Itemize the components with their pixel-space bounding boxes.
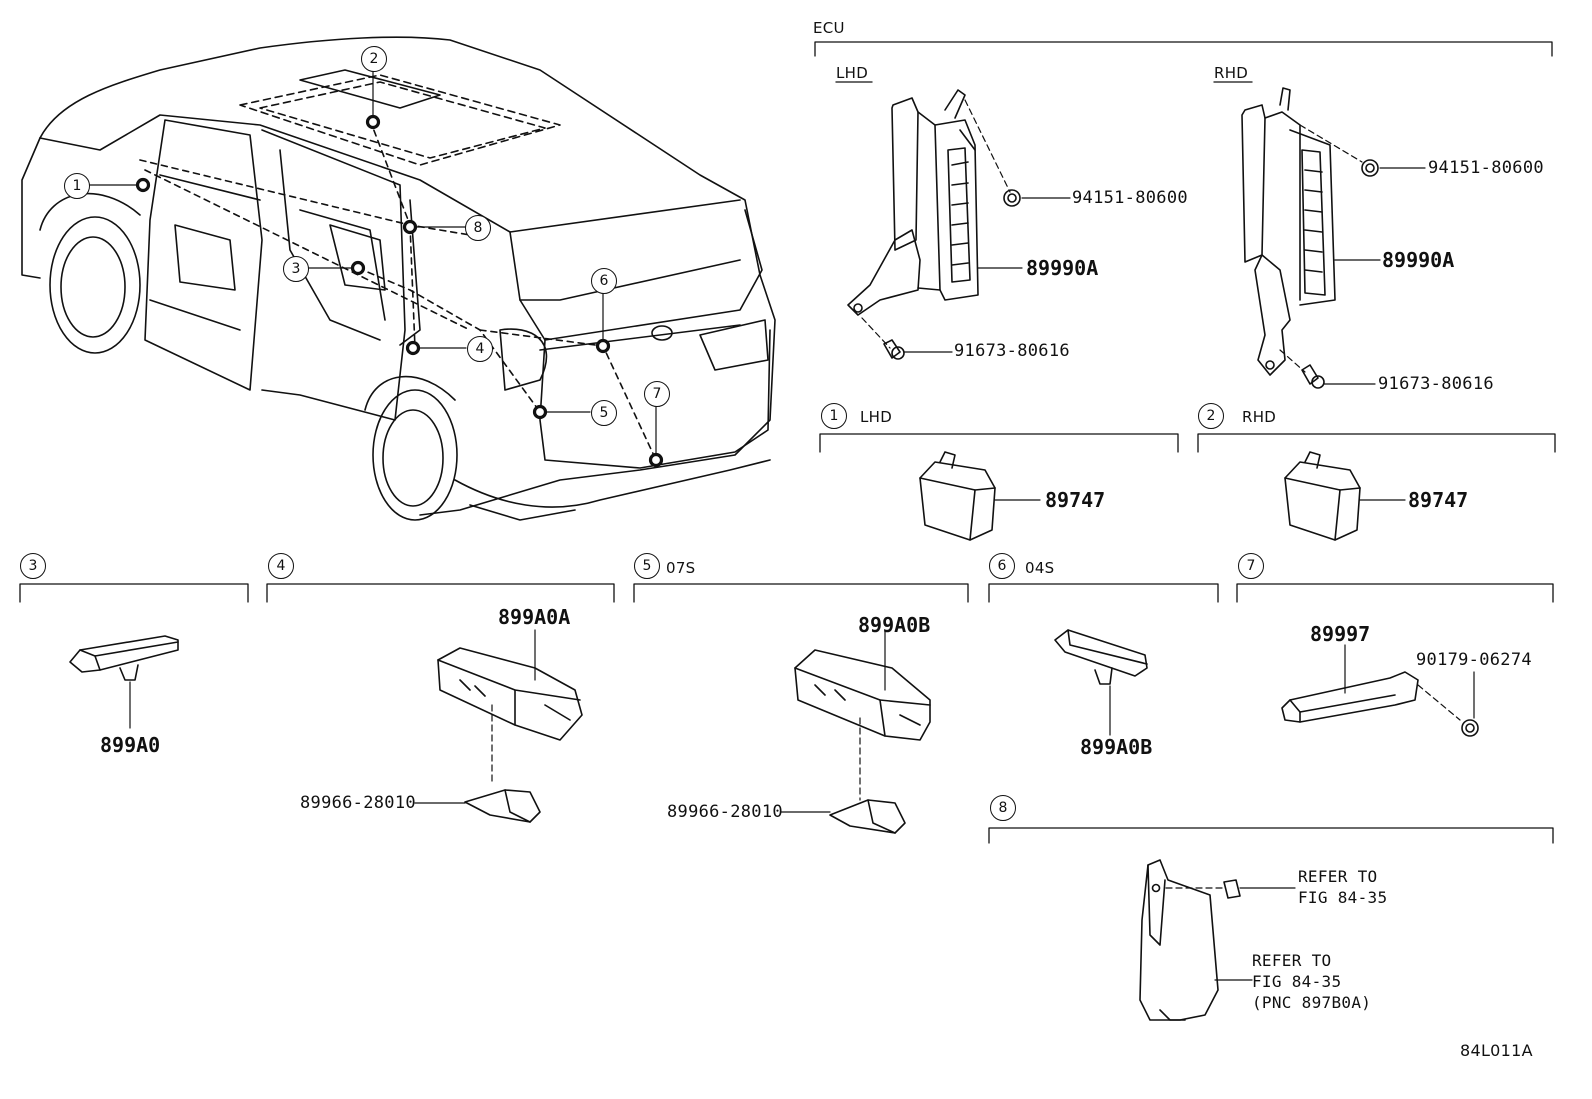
- callout-4: 4: [467, 336, 493, 362]
- part-number: 94151-80600: [1072, 188, 1188, 208]
- part-number: 899A0A: [498, 605, 571, 629]
- section-1-note: LHD: [860, 408, 893, 426]
- sensor-89747-rhd: [1284, 451, 1406, 541]
- module-section-8: [1139, 859, 1296, 1021]
- part-number: 899A0B: [858, 613, 931, 637]
- callout-1: 1: [64, 173, 90, 199]
- section-7-number: 7: [1238, 553, 1264, 579]
- section-8-number: 8: [990, 795, 1016, 821]
- ecu-lhd-label: LHD: [836, 64, 869, 82]
- section-6-number: 6: [989, 553, 1015, 579]
- callout-6: 6: [591, 268, 617, 294]
- antenna-899A0B-04S: [1054, 629, 1148, 736]
- vehicle-illustration: [21, 36, 776, 521]
- section-5-number: 5: [634, 553, 660, 579]
- part-number: 90179-06274: [1416, 650, 1532, 670]
- ecu-rhd-drawing: [1241, 87, 1426, 389]
- callout-7: 7: [644, 381, 670, 407]
- figure-id: 84L011A: [1460, 1041, 1533, 1060]
- part-number: 89747: [1408, 488, 1469, 512]
- part-number: 89990A: [1026, 256, 1099, 280]
- refer-note-bolt: REFER TO FIG 84-35: [1298, 867, 1388, 907]
- ecu-lhd-drawing: [847, 89, 1071, 360]
- refer-note-module: REFER TO FIG 84-35 (PNC 897B0A): [1252, 951, 1372, 1012]
- callout-2: 2: [361, 46, 387, 72]
- part-number: 899A0B: [1080, 735, 1153, 759]
- callout-8: 8: [465, 215, 491, 241]
- antenna-899A0B-07S: [780, 631, 931, 834]
- part-number: 89997: [1310, 622, 1371, 646]
- part-number: 899A0: [100, 733, 161, 757]
- part-number: 89966-28010: [667, 802, 783, 822]
- section-frames: [19, 433, 1556, 844]
- sensor-89747-lhd: [919, 451, 1041, 541]
- section-2-number: 2: [1198, 403, 1224, 429]
- ecu-rhd-label: RHD: [1214, 64, 1249, 82]
- ecu-section-title: ECU: [813, 19, 845, 37]
- section-6-note: 04S: [1025, 559, 1055, 577]
- ecu-section-frame: [814, 41, 1553, 83]
- switch-89997: [1281, 644, 1479, 737]
- section-3-number: 3: [20, 553, 46, 579]
- part-number: 89747: [1045, 488, 1106, 512]
- callout-3: 3: [283, 256, 309, 282]
- part-number: 91673-80616: [954, 341, 1070, 361]
- section-2-note: RHD: [1242, 408, 1277, 426]
- part-number: 89966-28010: [300, 793, 416, 813]
- antenna-899A0A: [414, 629, 583, 823]
- section-5-note: 07S: [666, 559, 696, 577]
- antenna-899A0: [69, 635, 179, 729]
- section-1-number: 1: [821, 403, 847, 429]
- callout-5: 5: [591, 400, 617, 426]
- part-number: 91673-80616: [1378, 374, 1494, 394]
- part-number: 94151-80600: [1428, 158, 1544, 178]
- section-4-number: 4: [268, 553, 294, 579]
- part-number: 89990A: [1382, 248, 1455, 272]
